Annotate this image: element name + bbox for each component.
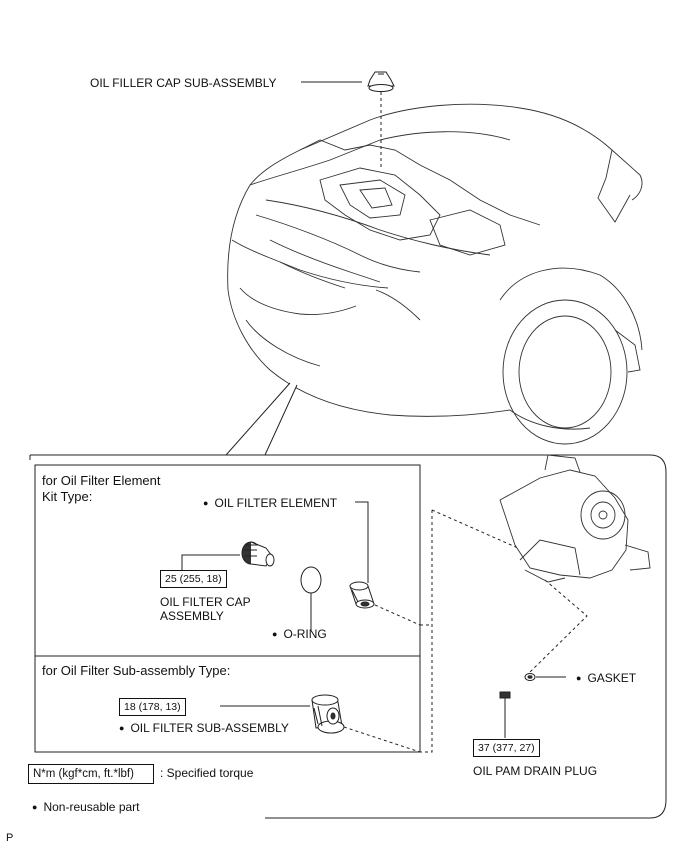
sub-assembly-box — [34, 655, 421, 753]
sub-assembly-torque-box: 18 (178, 13) — [119, 698, 186, 716]
drain-route-dashed — [529, 579, 588, 673]
legend-torque-text: : Specified torque — [160, 766, 254, 780]
oil-filter-sub-assembly-part — [311, 694, 345, 734]
sub-assembly-title: for Oil Filter Sub-assembly Type: — [42, 663, 231, 678]
corner-mark: P — [6, 832, 14, 844]
oil-filter-cap-assembly-part — [241, 541, 275, 567]
drain-plug-label: OIL PAM DRAIN PLUG — [473, 764, 598, 778]
o-ring-label: O-RING — [272, 627, 326, 642]
oil-filler-cap-part — [367, 71, 395, 92]
legend-nonreusable-label: Non-reusable part — [32, 800, 139, 815]
element-route-dashed — [420, 510, 433, 753]
callout-pointer — [224, 382, 298, 456]
element-leader — [355, 501, 369, 583]
cap-torque-box: 25 (255, 18) — [160, 570, 227, 588]
oil-filter-sub-assembly-label: OIL FILTER SUB-ASSEMBLY — [119, 721, 288, 736]
legend-torque-unit-box: N*m (kgf*cm, ft.*lbf) — [28, 764, 154, 784]
cap-assembly-label-line2: ASSEMBLY — [160, 609, 224, 623]
drain-plug-torque-box: 37 (377, 27) — [473, 739, 540, 757]
detail-panel-border — [30, 454, 667, 819]
car-illustration — [227, 103, 643, 445]
oil-filler-cap-label: OIL FILLER CAP SUB-ASSEMBLY — [90, 76, 277, 90]
element-kit-title-line2: Kit Type: — [42, 489, 93, 504]
cap-assembly-label-line1: OIL FILTER CAP — [160, 595, 251, 609]
element-kit-title-line1: for Oil Filter Element — [42, 473, 161, 488]
oil-filter-element-part — [349, 581, 375, 609]
oil-filter-element-label: OIL FILTER ELEMENT — [203, 496, 337, 511]
o-ring-part — [300, 566, 322, 594]
engine-block-illustration — [499, 454, 651, 583]
cap-torque-leader — [181, 554, 240, 570]
gasket-label: GASKET — [576, 671, 636, 686]
drain-plug-part — [499, 691, 511, 706]
element-kit-box — [34, 464, 421, 657]
